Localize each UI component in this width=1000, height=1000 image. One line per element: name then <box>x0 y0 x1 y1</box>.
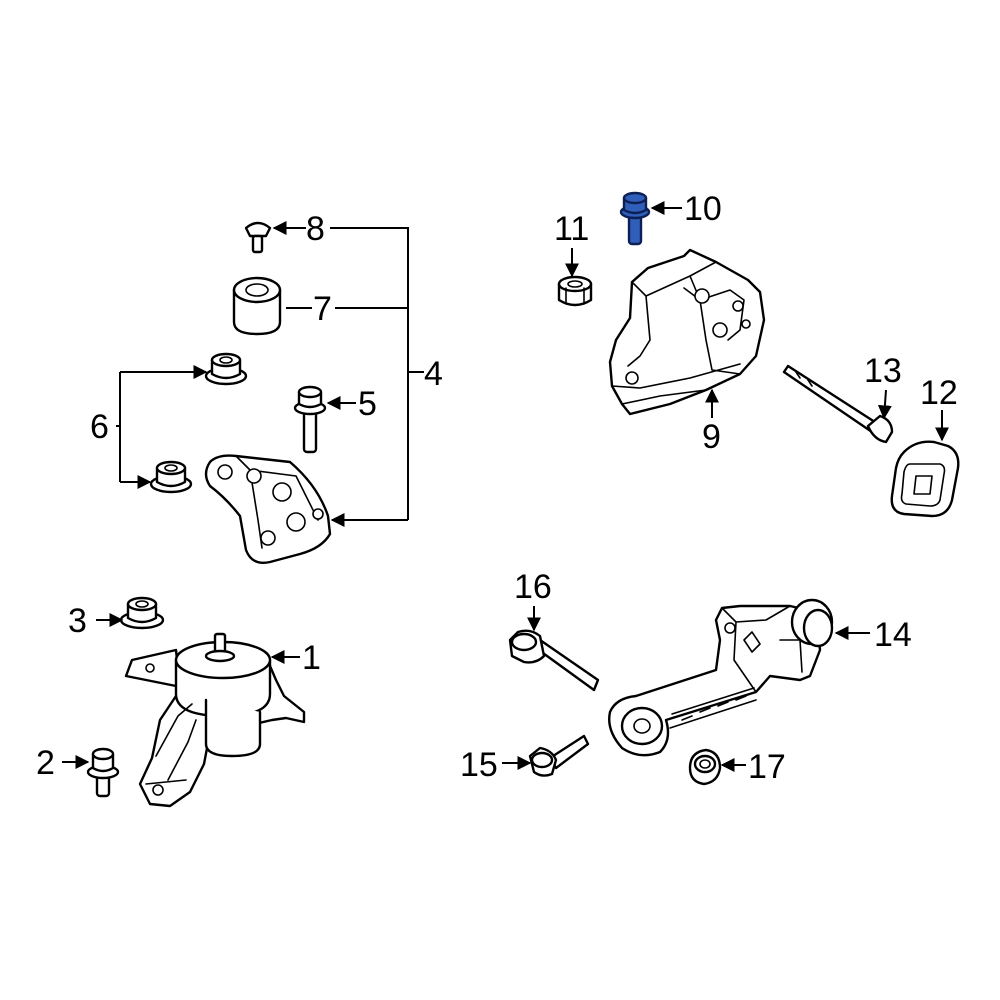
part-8-pin[interactable] <box>244 221 272 254</box>
callout-6: 6 <box>90 408 109 446</box>
part-11-nut[interactable] <box>557 275 593 307</box>
callout-2: 2 <box>36 744 55 782</box>
callout-4: 4 <box>424 355 443 393</box>
callout-8: 8 <box>306 210 325 248</box>
callout-17: 17 <box>748 748 786 786</box>
part-15-bolt[interactable] <box>528 734 590 777</box>
callout-9: 9 <box>702 418 721 456</box>
callout-10: 10 <box>684 190 722 228</box>
leader-lines <box>62 201 949 772</box>
part-5-bolt[interactable] <box>293 385 327 454</box>
part-16-bolt[interactable] <box>508 629 600 692</box>
callout-labels: 8 7 4 6 5 3 2 1 10 11 9 13 12 16 14 15 1… <box>36 190 958 786</box>
part-17-nut[interactable] <box>688 748 722 786</box>
part-7-bushing[interactable] <box>232 276 282 336</box>
callout-7: 7 <box>313 290 332 328</box>
part-13-long-bolt[interactable] <box>782 364 894 444</box>
callout-3: 3 <box>68 602 87 640</box>
part-2-bolt[interactable] <box>86 747 120 798</box>
callout-13: 13 <box>864 352 902 390</box>
part-6-nut-upper[interactable] <box>204 352 248 386</box>
part-6-nut-lower[interactable] <box>149 460 193 494</box>
part-4-bracket[interactable] <box>204 454 332 564</box>
part-3-nut[interactable] <box>119 596 165 630</box>
callout-15: 15 <box>460 746 498 784</box>
callout-12: 12 <box>920 374 958 412</box>
part-12-pad[interactable] <box>890 440 960 518</box>
part-10-bolt-highlighted[interactable] <box>619 191 651 246</box>
part-1-engine-mount[interactable] <box>124 632 306 808</box>
callout-16: 16 <box>514 568 552 606</box>
callout-14: 14 <box>874 616 912 654</box>
callout-11: 11 <box>554 210 589 248</box>
callout-5: 5 <box>358 385 377 423</box>
part-14-torque-rod[interactable] <box>608 598 834 757</box>
callout-1: 1 <box>302 639 321 677</box>
part-9-mount-bracket[interactable] <box>608 248 766 416</box>
